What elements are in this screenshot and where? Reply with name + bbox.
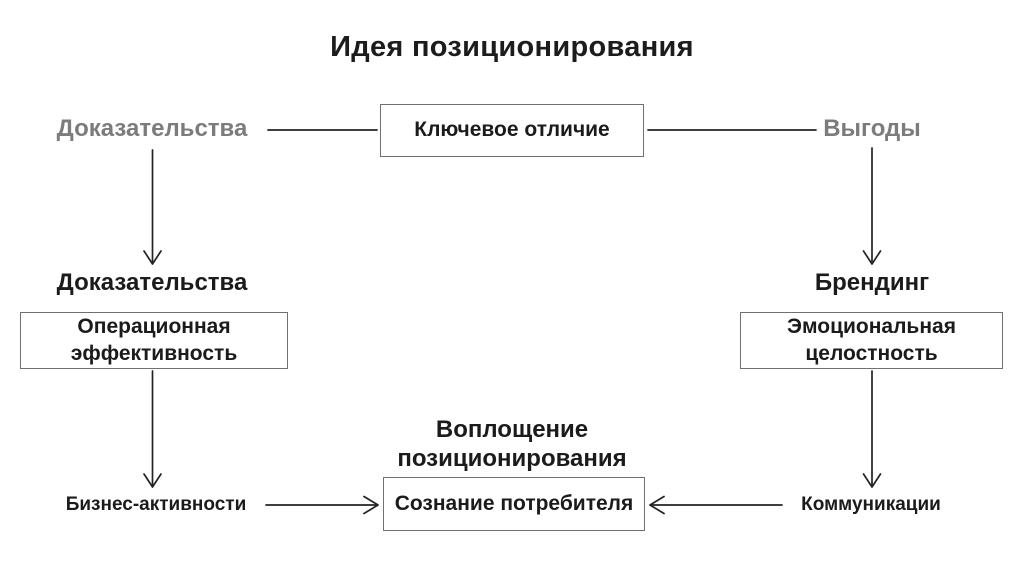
arrow-benefits-down-icon xyxy=(862,147,882,265)
business-activities-label: Бизнес-активности xyxy=(65,494,247,515)
arrow-business-to-consumer-icon xyxy=(265,495,379,515)
emotional-integrity-box: Эмоциональная целостность xyxy=(740,312,1003,369)
key-difference-box: Ключевое отличие xyxy=(380,104,644,157)
operational-efficiency-box: Операционная эффективность xyxy=(20,312,288,369)
proofs-heading: Доказательства xyxy=(56,269,248,296)
arrow-operational-down-icon xyxy=(143,370,162,488)
communications-label: Коммуникации xyxy=(801,494,941,515)
diagram-title: Идея позиционирования xyxy=(330,31,694,63)
consumer-mind-box: Сознание потребителя xyxy=(383,477,645,531)
branding-heading: Брендинг xyxy=(814,269,930,296)
embodiment-heading: Воплощение позиционирования xyxy=(397,416,627,473)
top-left-evidence-label: Доказательства xyxy=(56,115,248,142)
arrow-evidence-down-icon xyxy=(143,149,162,265)
arrow-emotional-down-icon xyxy=(862,370,882,488)
top-right-benefits-label: Выгоды xyxy=(823,115,921,142)
